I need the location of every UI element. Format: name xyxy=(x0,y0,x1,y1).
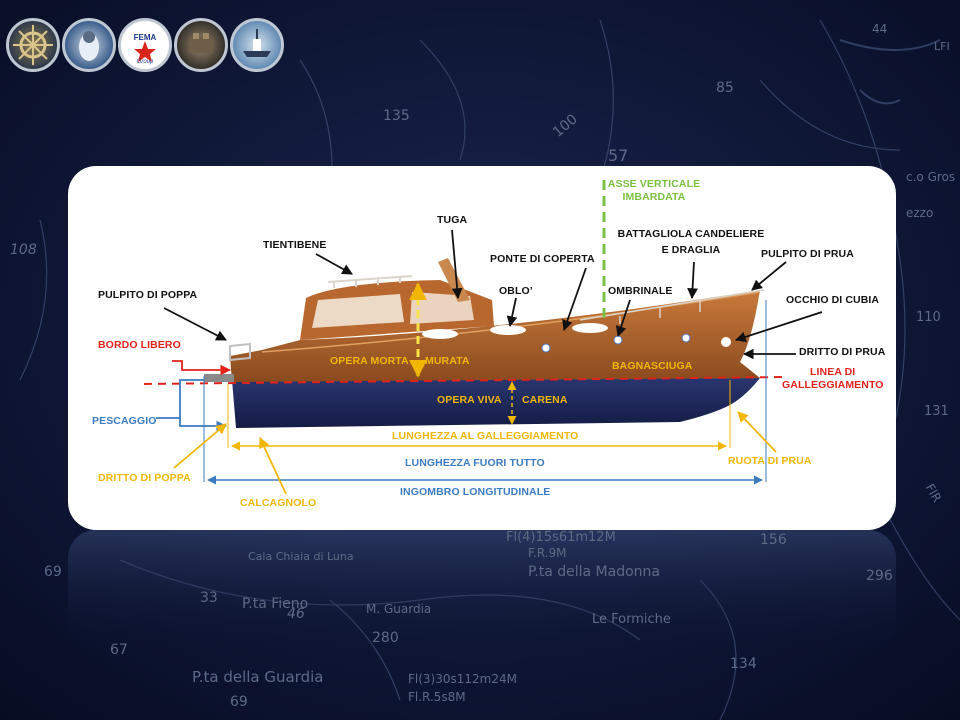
chart-text: Fl.R.5s8M xyxy=(408,690,466,704)
label-dritto-di-poppa: DRITTO DI POPPA xyxy=(98,472,191,484)
logo-row: FEMA Group xyxy=(6,18,286,74)
logo-engine xyxy=(174,18,228,72)
label-opera-morta: OPERA MORTA xyxy=(330,355,409,367)
chart-text: F.R.9M xyxy=(528,546,567,560)
label-pulpito-di-poppa: PULPITO DI POPPA xyxy=(98,289,198,301)
label-ruota-di-prua: RUOTA DI PRUA xyxy=(728,455,812,467)
chart-text: 156 xyxy=(760,532,787,548)
chart-text: 108 xyxy=(10,242,37,258)
label-occhio-di-cubia: OCCHIO DI CUBIA xyxy=(786,294,880,306)
label-battagliola: BATTAGLIOLA CANDELIERE E DRAGLIA xyxy=(616,228,766,257)
label-ponte-di-coperta: PONTE DI COPERTA xyxy=(490,253,595,265)
label-calcagnolo: CALCAGNOLO xyxy=(240,497,317,509)
label-linea-galleggiamento: LINEA DI GALLEGGIAMENTO xyxy=(782,366,884,392)
chart-text: Cala Chiaia di Luna xyxy=(248,550,354,563)
label-lunghezza-fuori-tutto: LUNGHEZZA FUORI TUTTO xyxy=(405,457,545,469)
chart-text: P.ta Fieno xyxy=(242,596,309,612)
label-tuga: TUGA xyxy=(437,214,468,226)
label-ombrinale: OMBRINALE xyxy=(608,285,673,297)
chart-text: 69 xyxy=(44,564,62,580)
label-pescaggio: PESCAGGIO xyxy=(92,415,157,427)
chart-text: M. Guardia xyxy=(366,602,432,616)
label-battagliola-line1: BATTAGLIOLA CANDELIERE xyxy=(617,228,765,240)
label-tientibene: TIENTIBENE xyxy=(263,239,327,251)
diver-icon xyxy=(79,31,99,61)
label-ingombro-longitudinale: INGOMBRO LONGITUDINALE xyxy=(400,486,551,498)
label-asse-verticale-line2: IMBARDATA xyxy=(622,191,686,203)
logo-fema: FEMA Group xyxy=(118,18,172,72)
ship-icon xyxy=(243,29,271,57)
chart-text: P.ta della Guardia xyxy=(192,668,324,686)
chart-text: 69 xyxy=(230,694,248,710)
chart-text: LFI xyxy=(934,40,950,53)
hull-underwater xyxy=(232,378,760,428)
chart-text: 57 xyxy=(608,146,629,165)
logo-ship-wheel xyxy=(6,18,60,72)
label-carena: CARENA xyxy=(522,394,568,406)
chart-text: P.ta della Madonna xyxy=(528,564,660,580)
chart-text: Fl(3)30s112m24M xyxy=(408,672,517,686)
chart-text: Fl(4)15s61m12M xyxy=(506,530,616,545)
chart-text: 131 xyxy=(924,404,949,419)
label-asse-verticale: ASSE VERTICALE IMBARDATA xyxy=(604,178,704,204)
ship-wheel-icon xyxy=(13,25,53,65)
chart-text: 296 xyxy=(866,568,893,584)
chart-text: c.o Gros xyxy=(906,170,956,184)
chart-text: 46 xyxy=(287,606,305,622)
engine-icon xyxy=(189,33,213,53)
label-bordo-libero: BORDO LIBERO xyxy=(98,339,181,351)
hull-topsides xyxy=(230,290,760,382)
chart-text: 110 xyxy=(916,310,941,325)
fema-logo-subtext: Group xyxy=(136,59,154,65)
chart-text: ezzo xyxy=(906,206,934,220)
label-bagnasciuga: BAGNASCIUGA xyxy=(612,360,693,372)
logo-diver xyxy=(62,18,116,72)
chart-text: 85 xyxy=(716,80,734,96)
label-oblo: OBLO’ xyxy=(499,285,533,297)
chart-text: 44 xyxy=(872,22,888,36)
fema-logo-text: FEMA xyxy=(133,33,157,42)
chart-text: 33 xyxy=(200,590,218,606)
label-battagliola-line2: E DRAGLIA xyxy=(661,244,721,256)
chart-text: 135 xyxy=(383,108,410,124)
label-lunghezza-galleggiamento: LUNGHEZZA AL GALLEGGIAMENTO xyxy=(392,430,579,442)
chart-text: Le Formiche xyxy=(592,612,671,627)
label-pulpito-di-prua: PULPITO DI PRUA xyxy=(761,248,854,260)
label-linea-line1: LINEA DI xyxy=(810,366,856,378)
label-linea-line2: GALLEGGIAMENTO xyxy=(782,379,884,391)
star-icon xyxy=(134,41,156,62)
logo-ship xyxy=(230,18,284,72)
chart-text: 280 xyxy=(372,630,399,646)
label-opera-viva: OPERA VIVA xyxy=(437,394,502,406)
label-dritto-di-prua: DRITTO DI PRUA xyxy=(799,346,886,358)
chart-text: 134 xyxy=(730,656,757,672)
label-asse-verticale-line1: ASSE VERTICALE xyxy=(607,178,701,190)
label-murata: MURATA xyxy=(425,355,470,367)
chart-text: 67 xyxy=(110,642,128,658)
